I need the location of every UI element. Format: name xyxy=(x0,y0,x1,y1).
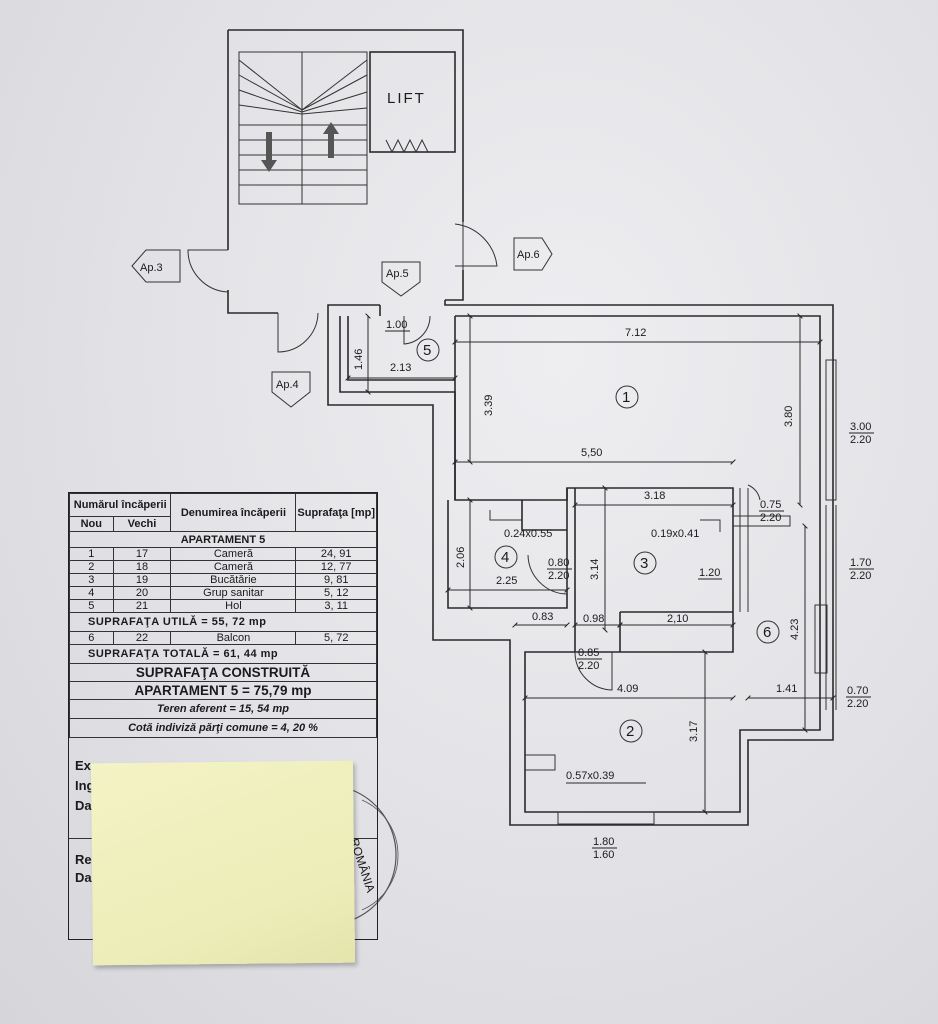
dim-0-70: 0.70 xyxy=(847,685,868,697)
area-legend-table: Numărul încăperii Denumirea încăperii Su… xyxy=(68,492,378,940)
apartment-tag-ap5: Ap.5 xyxy=(381,261,421,297)
dim-0-57x0-39: 0.57x0.39 xyxy=(566,770,614,782)
svg-text:Ap.3: Ap.3 xyxy=(140,262,163,274)
svg-text:3: 3 xyxy=(640,555,648,572)
dim-0-83: 0.83 xyxy=(532,611,553,623)
svg-text:Ap.5: Ap.5 xyxy=(386,268,409,280)
header-area: Suprafaţa [mp] xyxy=(295,493,377,532)
sticky-note xyxy=(90,760,356,966)
svg-text:4: 4 xyxy=(501,549,509,566)
dim-2-13: 2.13 xyxy=(390,362,411,374)
room-marker-4: 4 xyxy=(494,545,518,569)
apartment-title: APARTAMENT 5 xyxy=(69,531,377,548)
dim-3-00-h: 2.20 xyxy=(850,434,871,446)
dim-1-80: 1.80 xyxy=(593,836,614,848)
dim-1-20: 1.20 xyxy=(699,567,720,579)
common-share: Cotă indiviză părţi comune = 4, 20 % xyxy=(69,718,377,738)
dim-0-85: 0.85 xyxy=(578,647,599,659)
entrance-doors xyxy=(187,222,498,353)
svg-text:5: 5 xyxy=(423,342,431,359)
dim-0-70-h: 2.20 xyxy=(847,698,868,710)
dim-1-70-h: 2.20 xyxy=(850,570,871,582)
svg-text:6: 6 xyxy=(763,624,771,641)
apartment-tag-ap4: Ap.4 xyxy=(271,371,311,408)
interior-doors xyxy=(403,315,761,691)
room-marker-6: 6 xyxy=(756,620,780,644)
svg-text:2: 2 xyxy=(626,723,634,740)
dim-3-80: 3.80 xyxy=(783,406,795,427)
apartment-walls xyxy=(327,300,837,826)
apartment-tag-ap3: Ap.3 xyxy=(131,249,181,283)
header-vechi: Vechi xyxy=(112,516,172,532)
dim-1-70: 1.70 xyxy=(850,557,871,569)
dimension-labels: 7.12 3.39 3.80 5,50 1.46 2.13 1.00 3.18 … xyxy=(353,319,874,861)
apartment-tag-ap6: Ap.6 xyxy=(513,237,553,271)
dim-0-98: 0.98 xyxy=(583,613,604,625)
dim-4-23: 4.23 xyxy=(789,619,801,640)
up-arrow-icon xyxy=(323,122,339,158)
svg-text:Ap.6: Ap.6 xyxy=(517,249,540,261)
dim-3-17: 3.17 xyxy=(688,721,700,742)
built-area-line-1: SUPRAFAŢA CONSTRUITĂ xyxy=(69,663,377,682)
room-marker-2: 2 xyxy=(619,719,643,743)
room-marker-1: 1 xyxy=(615,385,639,409)
room-markers: 1 2 3 4 5 6 xyxy=(416,338,780,743)
dimension-lines xyxy=(345,313,836,815)
lift-label: LIFT xyxy=(387,90,426,107)
dim-1-41: 1.41 xyxy=(776,683,797,695)
svg-text:1: 1 xyxy=(622,389,630,406)
header-nou: Nou xyxy=(69,516,114,532)
svg-text:Ap.4: Ap.4 xyxy=(276,379,299,391)
dim-0-85-h: 2.20 xyxy=(578,660,599,672)
down-arrow-icon xyxy=(261,132,277,172)
dim-0-24x0-55: 0.24x0.55 xyxy=(504,528,552,540)
dim-0-19x0-41: 0.19x0.41 xyxy=(651,528,699,540)
dim-4-09: 4.09 xyxy=(617,683,638,695)
room-marker-5: 5 xyxy=(416,338,440,362)
dim-5-50: 5,50 xyxy=(581,447,602,459)
dim-3-18: 3.18 xyxy=(644,490,665,502)
dim-0-80-h: 2.20 xyxy=(548,570,569,582)
built-area-line-2: APARTAMENT 5 = 75,79 mp xyxy=(69,681,377,700)
dim-3-00: 3.00 xyxy=(850,421,871,433)
dim-2-25: 2.25 xyxy=(496,575,517,587)
useful-area: SUPRAFAŢA UTILĂ = 55, 72 mp xyxy=(69,612,377,632)
dim-1-60: 1.60 xyxy=(593,849,614,861)
total-area: SUPRAFAŢA TOTALĂ = 61, 44 mp xyxy=(69,644,377,664)
dim-1-00: 1.00 xyxy=(386,319,407,331)
lift-shaft: LIFT xyxy=(369,51,456,154)
dim-0-80: 0.80 xyxy=(548,557,569,569)
stairwell xyxy=(227,29,464,314)
room-marker-3: 3 xyxy=(633,551,657,575)
land-area: Teren aferent = 15, 54 mp xyxy=(69,699,377,719)
dim-2-10: 2,10 xyxy=(667,613,688,625)
header-room-name: Denumirea încăperii xyxy=(170,493,297,532)
dim-3-14: 3.14 xyxy=(589,559,601,580)
dim-2-06: 2.06 xyxy=(455,547,467,568)
dim-1-46: 1.46 xyxy=(353,349,365,370)
dim-0-75-h: 2.20 xyxy=(760,512,781,524)
dim-0-75: 0.75 xyxy=(760,499,781,511)
header-room-number: Numărul încăperii xyxy=(68,493,172,517)
dim-7-12: 7.12 xyxy=(625,327,646,339)
dim-3-39: 3.39 xyxy=(483,395,495,416)
